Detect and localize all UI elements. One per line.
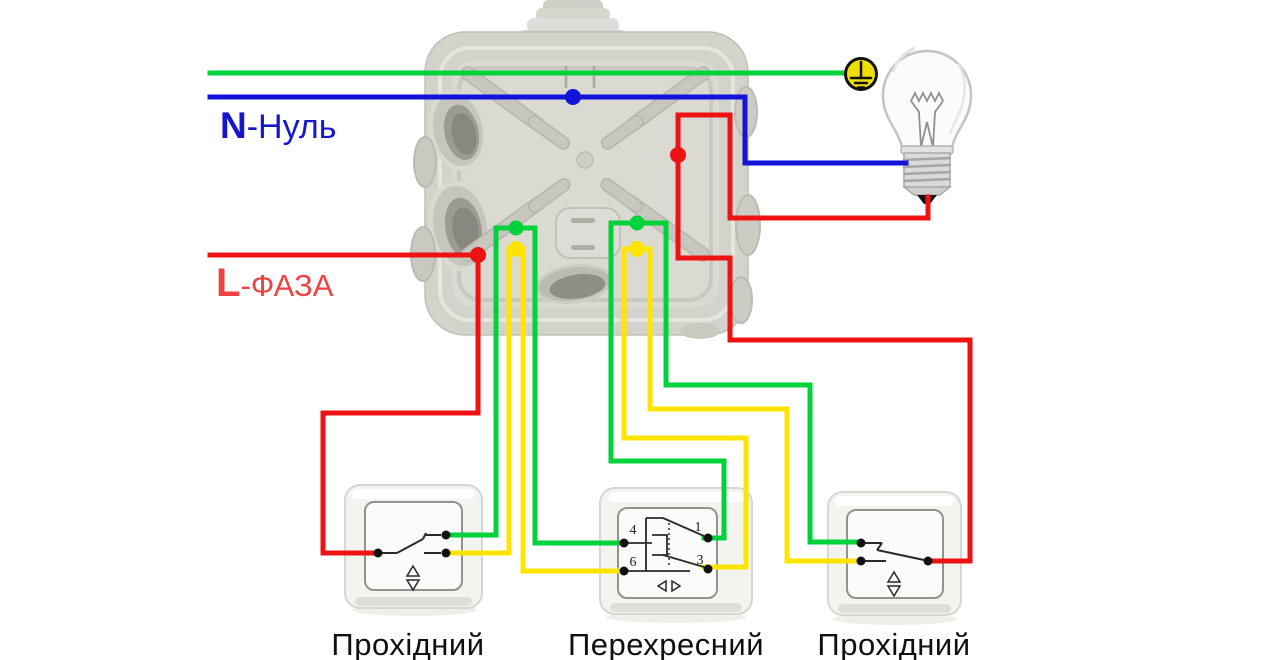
junction-dot-yellow-2 — [629, 241, 645, 257]
junction-dot-green-2 — [629, 215, 645, 231]
knockout-hole-icon — [427, 88, 489, 172]
terminal-label-6: 6 — [630, 555, 637, 570]
terminal-dot — [923, 556, 933, 566]
junction-dot-yellow-1 — [508, 241, 524, 257]
terminal-label-1: 1 — [695, 520, 702, 535]
box-center-dimple — [576, 151, 594, 169]
neutral-wire — [207, 94, 909, 166]
terminal-dot — [856, 538, 866, 548]
terminal-label-4: 4 — [630, 523, 637, 538]
terminal-dot — [441, 548, 451, 558]
terminal-dot-6 — [619, 566, 629, 576]
switch-left-label: Прохідний — [331, 627, 484, 660]
junction-dot-neutral — [565, 89, 581, 105]
phase-wire-left — [207, 252, 481, 556]
side-gland-icon — [735, 194, 761, 256]
switch-middle — [599, 487, 753, 623]
junction-dot-green-1 — [508, 220, 524, 236]
side-gland-icon — [680, 323, 720, 339]
terminal-label-3: 3 — [697, 553, 704, 568]
up-down-arrow-symbol — [405, 564, 421, 592]
ground-symbol-icon — [844, 57, 878, 91]
terminal-dot-3 — [703, 564, 713, 574]
switch-middle-label: Перехресний — [568, 627, 764, 660]
junction-dot-phase-left — [470, 247, 486, 263]
junction-dot-phase-right — [670, 147, 686, 163]
terminal-dot — [441, 530, 451, 540]
phase-label: L-ФАЗА — [216, 261, 334, 305]
neutral-label: N-Нуль — [220, 105, 336, 146]
bulb-base-taper — [901, 186, 953, 196]
switch-right-label: Прохідний — [817, 627, 970, 660]
bulb-base-ridges — [902, 156, 952, 183]
side-gland-icon — [729, 276, 753, 324]
light-bulb-icon — [881, 46, 973, 204]
terminal-dot — [373, 548, 383, 558]
switch-left — [344, 484, 483, 616]
box-slot — [571, 245, 595, 250]
terminal-dot-1 — [703, 533, 713, 543]
box-slot — [571, 218, 595, 223]
up-down-arrow-symbol — [886, 570, 902, 598]
switch-middle-schematic — [628, 517, 705, 593]
left-right-triangles-symbol — [656, 579, 682, 593]
switch-left-schematic — [378, 532, 441, 592]
bulb-filament — [910, 90, 944, 148]
terminal-dot — [856, 556, 866, 566]
side-gland-icon — [413, 136, 437, 188]
phase-wire-main — [675, 112, 973, 564]
terminal-dot-4 — [619, 538, 629, 548]
junction-box — [410, 0, 761, 339]
